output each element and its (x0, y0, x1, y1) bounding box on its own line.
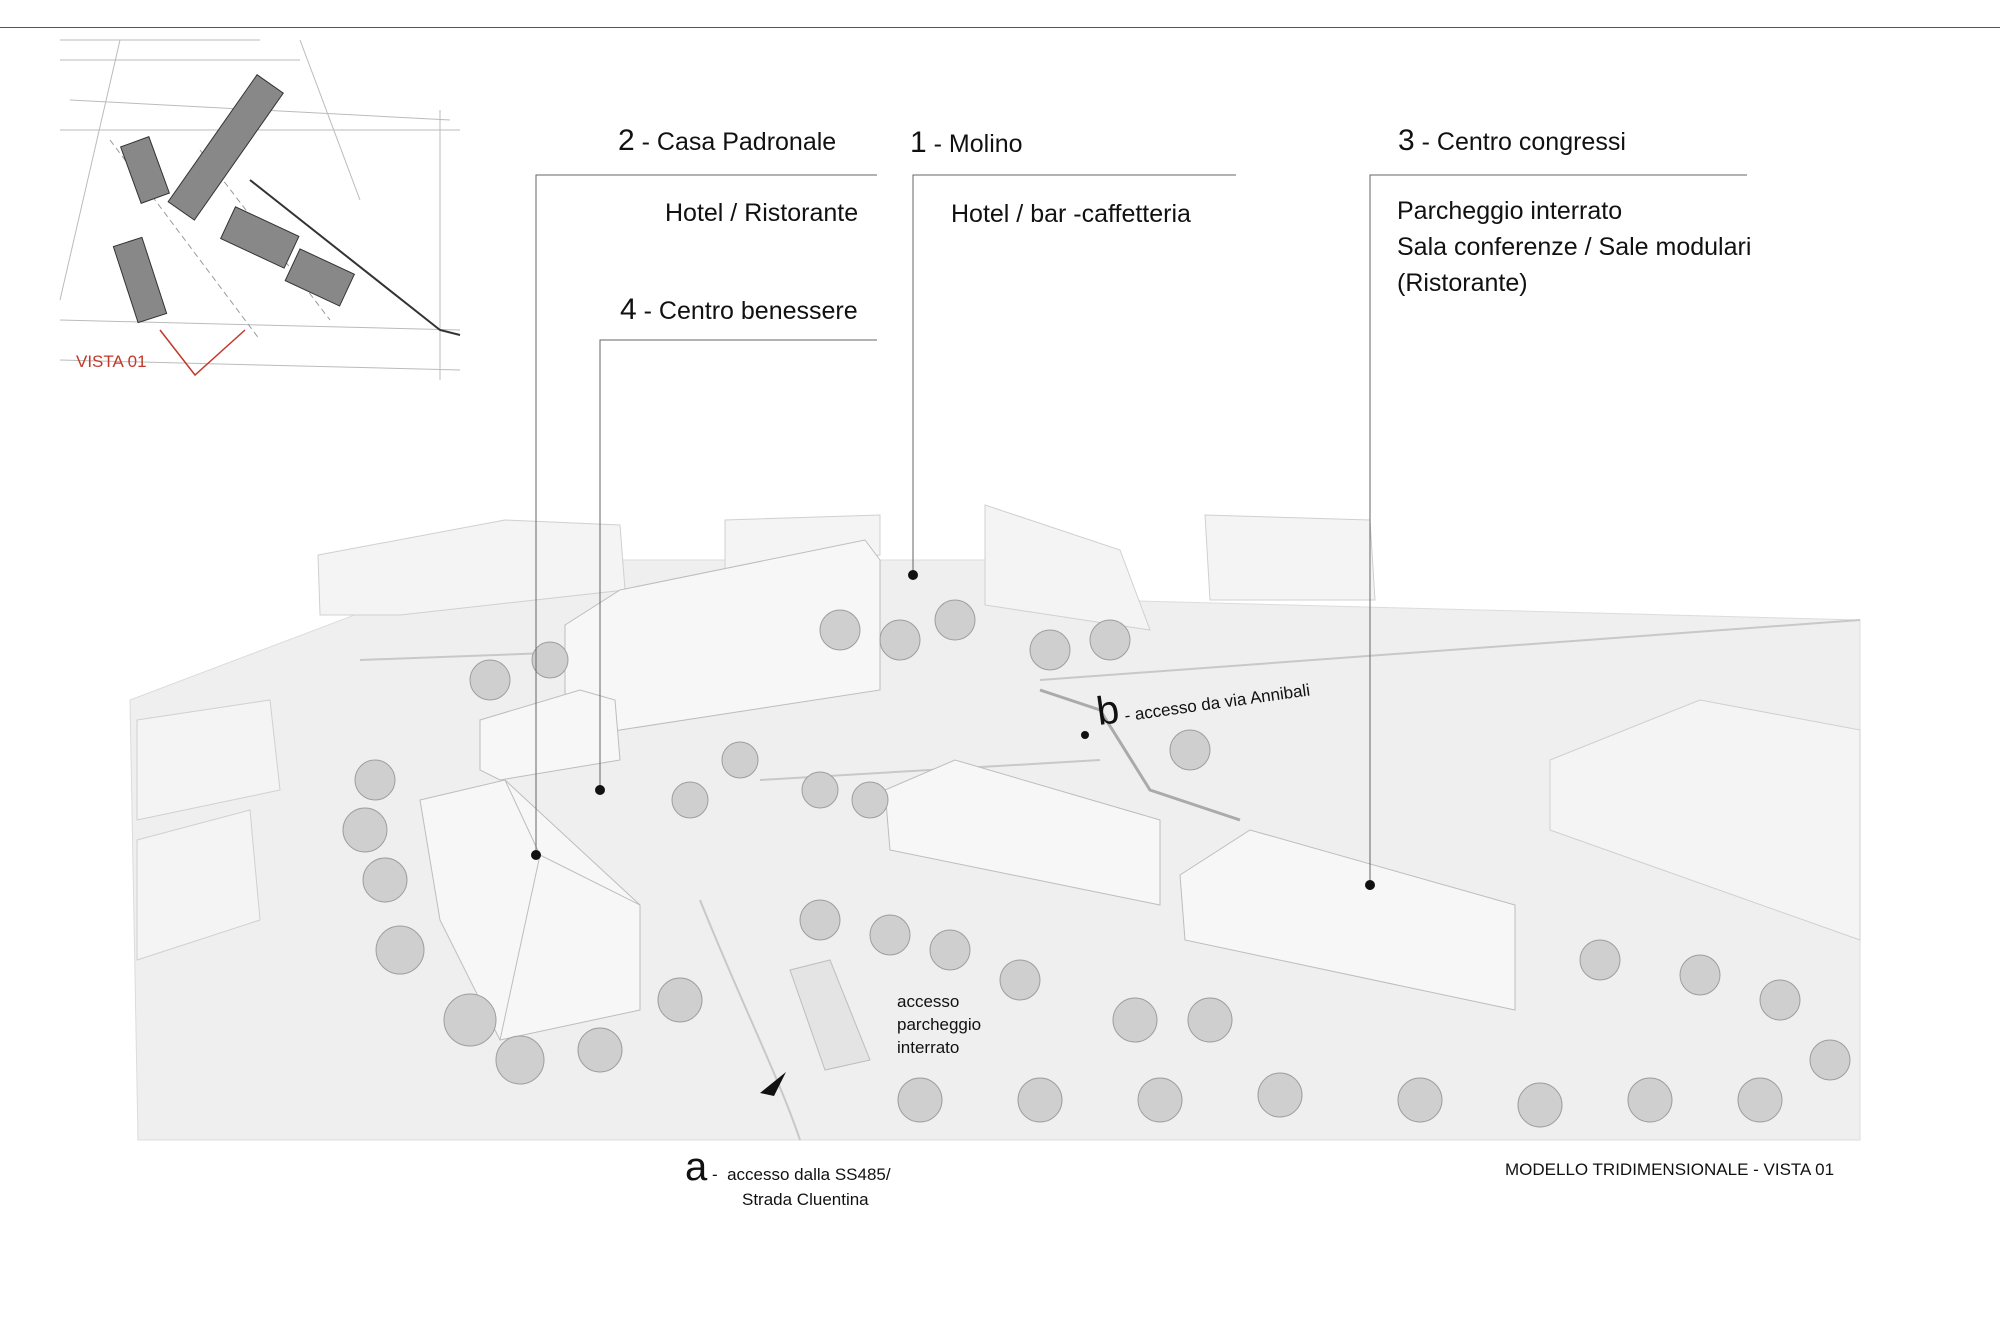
access-a-arrow (760, 1072, 786, 1096)
label-benessere-number: 4 (620, 293, 637, 326)
access-b-letter: b (1093, 687, 1122, 735)
access-a-letter: a (685, 1145, 708, 1189)
access-a-text-1: accesso dalla SS485/ (727, 1165, 891, 1184)
label-centro-congressi: 3 - Centro congressi (1398, 124, 1626, 158)
label-congressi-sub-3: (Ristorante) (1397, 269, 1528, 297)
label-molino: 1 - Molino (910, 126, 1023, 160)
building-benessere (479, 689, 621, 781)
label-casa-number: 2 (618, 124, 635, 157)
access-a-text-2: Strada Cluentina (742, 1190, 869, 1209)
keyplan-building-benessere (112, 236, 168, 324)
leader-dots (531, 570, 1375, 890)
label-congressi-sub: Parcheggio interrato Sala conferenze / S… (1397, 193, 1751, 301)
trees (342, 599, 1851, 1128)
keyplan-view-label: VISTA 01 (76, 352, 147, 371)
parking-access-label: accesso parcheggio interrato (897, 990, 981, 1059)
label-casa-title: - Casa Padronale (634, 128, 837, 156)
keyplan (59, 39, 461, 380)
label-congressi-sub-1: Parcheggio interrato (1397, 197, 1623, 225)
project-buildings (419, 539, 1516, 1071)
label-congressi-title: - Centro congressi (1414, 128, 1626, 156)
label-congressi-sub-2: Sala conferenze / Sale modulari (1397, 233, 1752, 261)
keyplan-building-congressi-1 (220, 206, 300, 269)
label-casa-sub: Hotel / Ristorante (665, 199, 859, 227)
label-benessere-title: - Centro benessere (636, 297, 858, 325)
top-rule (0, 27, 2000, 28)
access-a-label: a - accesso dalla SS485/ (685, 1145, 891, 1189)
wall-ramp (1039, 688, 1241, 822)
keyplan-building-casa (120, 136, 170, 204)
keyplan-building-molino (167, 74, 284, 221)
keyplan-building-congressi-2 (284, 248, 356, 307)
parking-access-line-2: parcheggio (897, 1015, 982, 1034)
underground-parking-entry (789, 959, 871, 1071)
label-centro-benessere: 4 - Centro benessere (620, 293, 858, 327)
figure-caption: MODELLO TRIDIMENSIONALE - VISTA 01 (1505, 1160, 1835, 1179)
label-molino-title: - Molino (926, 130, 1023, 158)
parking-access-line-3: interrato (897, 1038, 960, 1057)
label-congressi-number: 3 (1398, 124, 1415, 157)
label-molino-sub: Hotel / bar -caffetteria (951, 200, 1191, 228)
keyplan-view-cone (159, 329, 246, 377)
building-congressi-2 (1179, 829, 1516, 1011)
label-molino-number: 1 (910, 126, 927, 159)
parking-access-line-1: accesso (897, 992, 960, 1011)
label-casa-padronale: 2 - Casa Padronale (618, 124, 836, 158)
leader-lines (535, 174, 1747, 885)
building-congressi-1 (884, 759, 1161, 906)
